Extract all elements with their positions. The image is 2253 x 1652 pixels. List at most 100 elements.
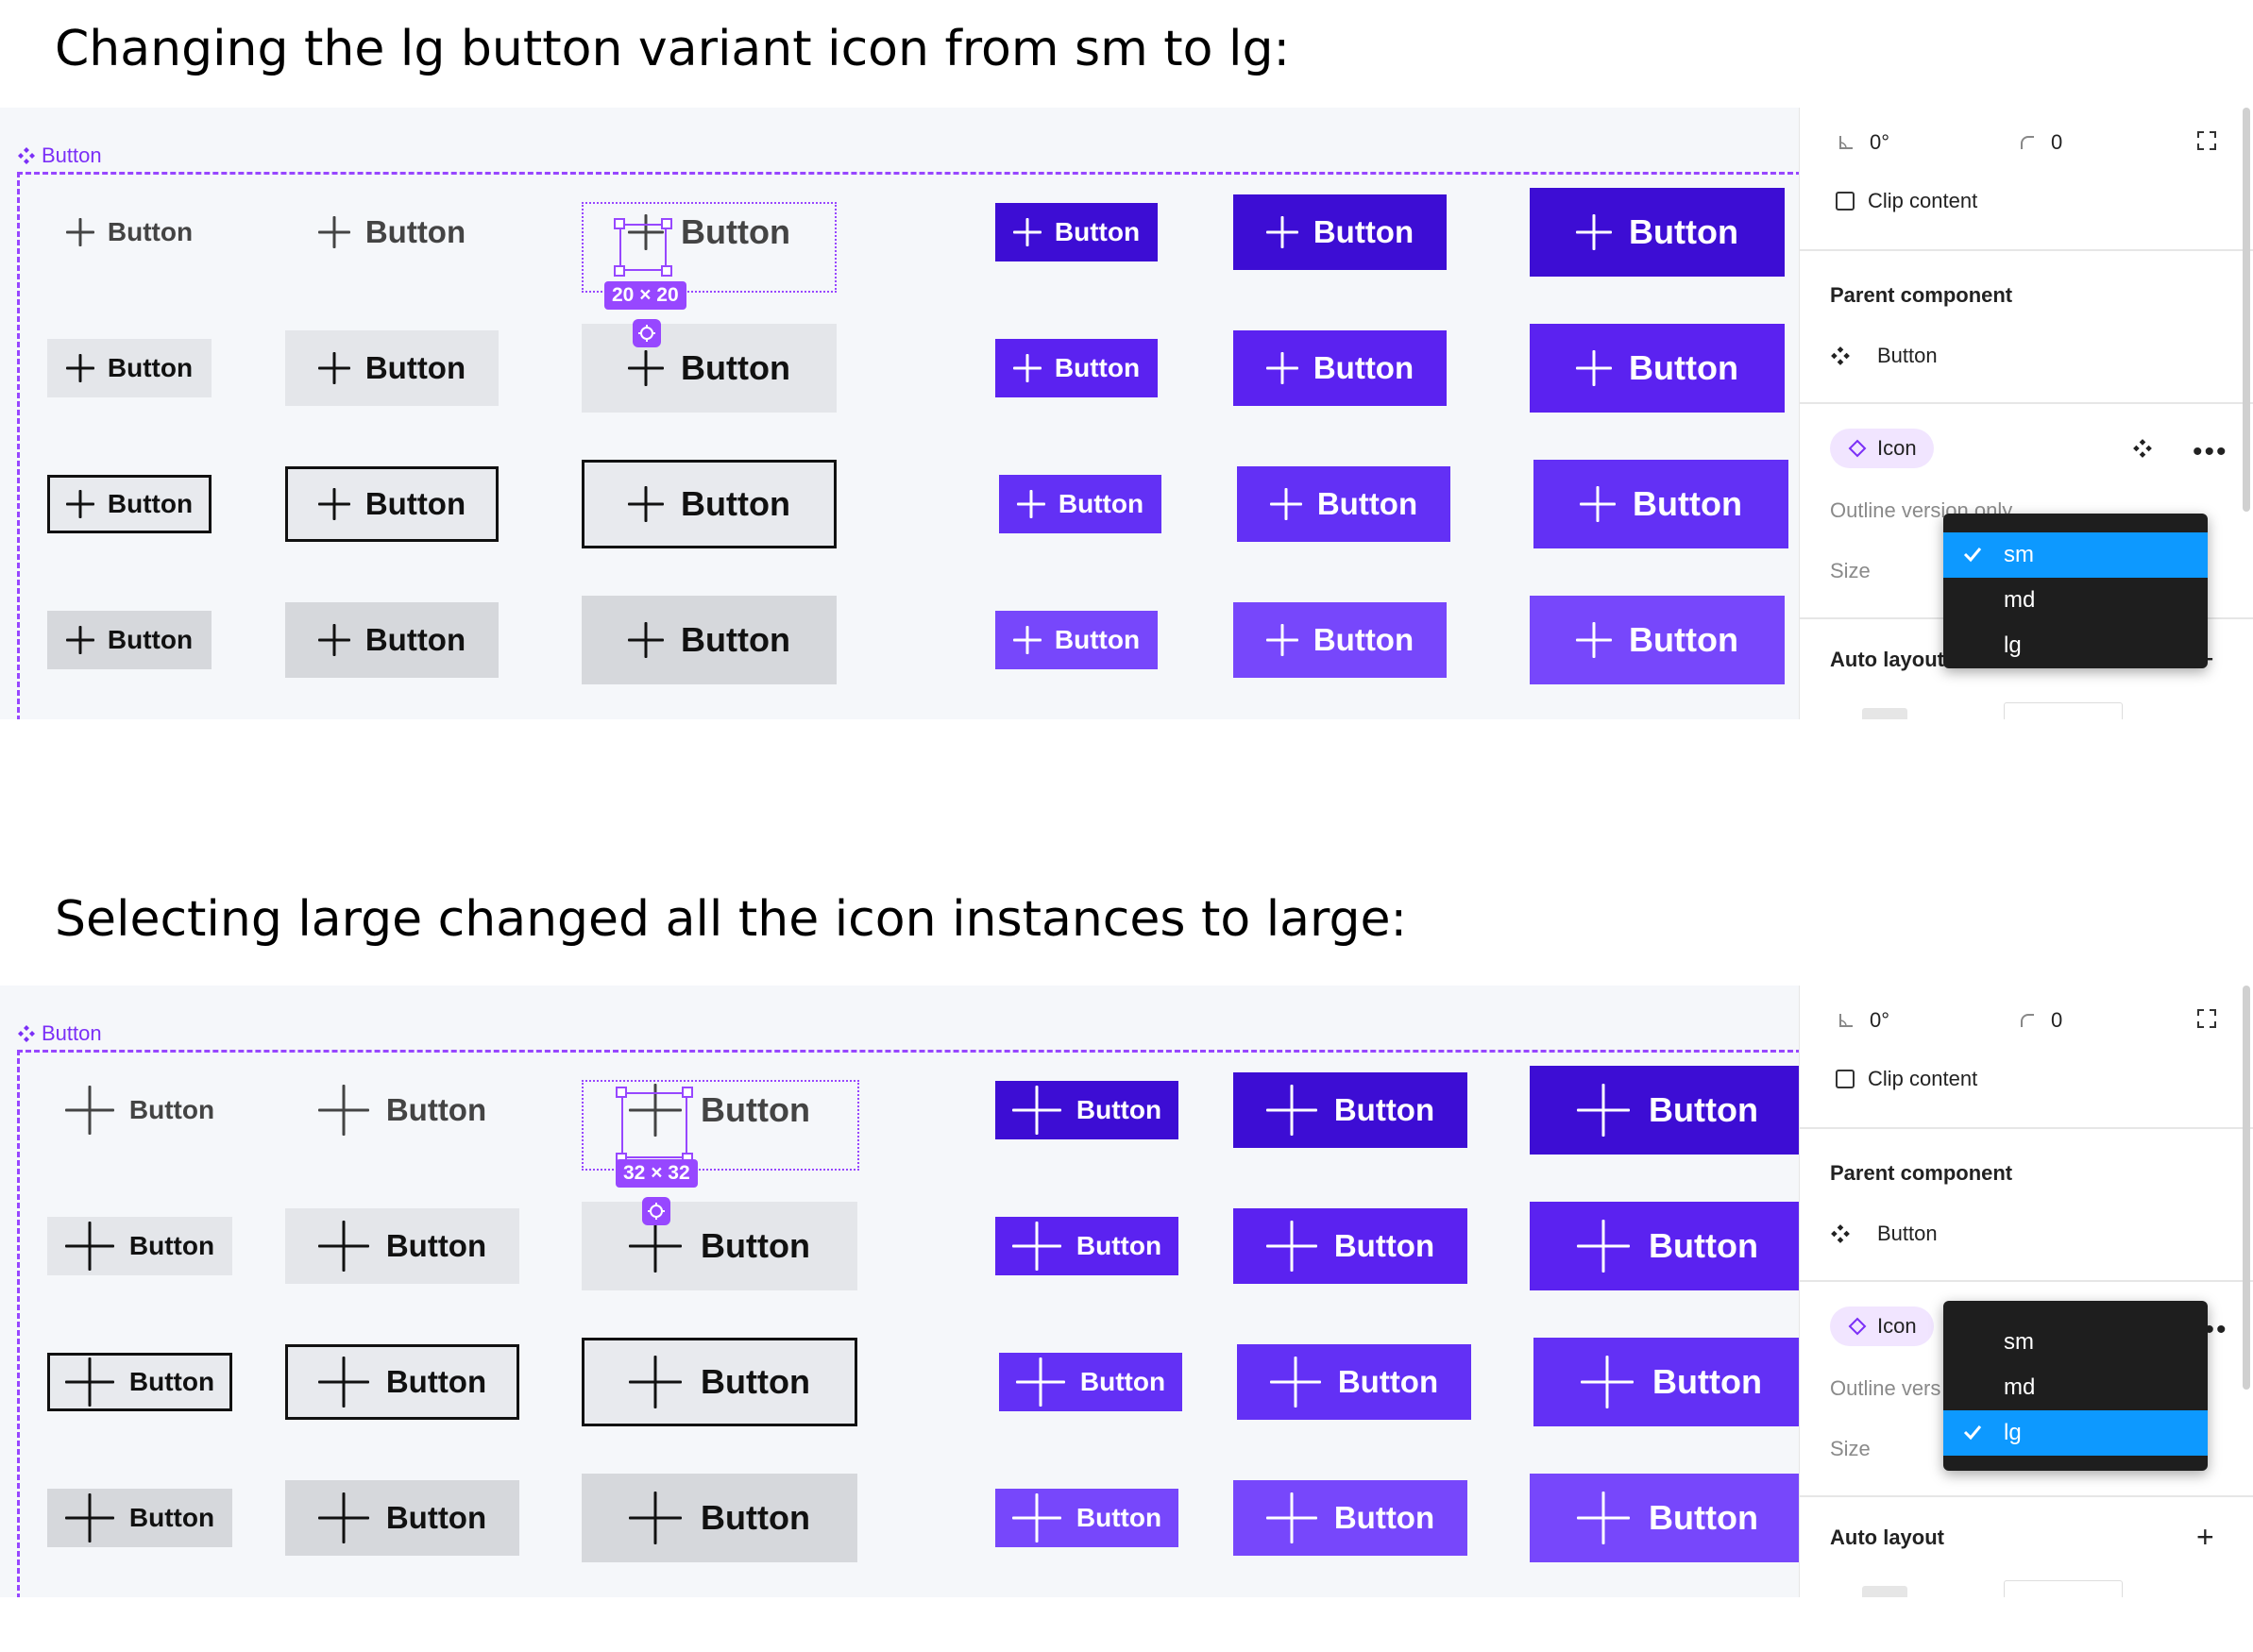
button-variant[interactable]: Button	[582, 188, 837, 277]
button-variant[interactable]: Button	[1533, 460, 1788, 548]
size-option-lg[interactable]: lg	[1943, 1410, 2208, 1456]
button-variant[interactable]: Button	[285, 1072, 519, 1148]
button-variant[interactable]: Button	[285, 330, 499, 406]
icon-instance-chip[interactable]: Icon	[1830, 429, 1934, 468]
button-variant[interactable]: Button	[995, 1081, 1178, 1139]
button-variant[interactable]: Button	[285, 194, 499, 270]
button-variant[interactable]: Button	[1533, 1338, 1799, 1426]
button-variant[interactable]: Button	[47, 611, 212, 669]
selected-component-outline[interactable]	[582, 1080, 859, 1171]
parent-component-link[interactable]: Button	[1830, 1222, 1938, 1246]
clip-content-checkbox[interactable]	[1836, 1070, 1855, 1088]
rotation-field[interactable]: 0°	[1836, 130, 1889, 155]
button-variant[interactable]: Button	[1233, 1208, 1467, 1284]
size-option-md[interactable]: md	[1943, 578, 2208, 623]
button-variant[interactable]: Button	[285, 466, 499, 542]
button-variant[interactable]: Button	[1233, 1480, 1467, 1556]
size-option-md[interactable]: md	[1943, 1365, 2208, 1410]
button-variant[interactable]: Button	[582, 460, 837, 548]
resize-handle[interactable]	[661, 218, 672, 229]
layout-swatch[interactable]	[1862, 708, 1907, 719]
layout-swatch[interactable]	[1862, 1586, 1907, 1597]
resize-handle[interactable]	[614, 265, 625, 277]
button-variant[interactable]: Button	[1233, 330, 1447, 406]
button-variant[interactable]: Button	[582, 1066, 857, 1155]
button-variant[interactable]: Button	[47, 339, 212, 397]
resize-handle[interactable]	[661, 265, 672, 277]
parent-component-link[interactable]: Button	[1830, 344, 1938, 368]
button-variant[interactable]: Button	[47, 1353, 232, 1411]
button-variant[interactable]: Button	[47, 475, 212, 533]
resize-handle[interactable]	[616, 1087, 627, 1098]
plus-icon	[1266, 1492, 1317, 1543]
alignment-grid[interactable]	[2004, 1580, 2123, 1597]
corner-radius-field[interactable]: 0	[2017, 130, 2062, 155]
button-variant[interactable]: Button	[999, 475, 1161, 533]
button-variant[interactable]: Button	[582, 1338, 857, 1426]
button-variant[interactable]: Button	[582, 324, 837, 413]
selected-icon-bounds[interactable]	[621, 1092, 687, 1158]
button-variant[interactable]: Button	[285, 602, 499, 678]
button-variant[interactable]: Button	[1237, 1344, 1471, 1420]
button-variant[interactable]: Button	[582, 1202, 857, 1290]
button-variant[interactable]: Button	[1530, 1066, 1799, 1155]
button-variant[interactable]: Button	[995, 1217, 1178, 1275]
size-option-sm[interactable]: sm	[1943, 1320, 2208, 1365]
panel-scrollbar[interactable]	[2243, 986, 2250, 1390]
instance-swap-target-icon[interactable]	[642, 1197, 670, 1225]
rotation-field[interactable]: 0°	[1836, 1008, 1889, 1033]
button-variant[interactable]: Button	[995, 611, 1158, 669]
more-options-icon[interactable]: •••	[2193, 436, 2228, 467]
button-variant[interactable]: Button	[47, 1489, 232, 1547]
button-variant[interactable]: Button	[1530, 1202, 1799, 1290]
button-variant[interactable]: Button	[999, 1353, 1182, 1411]
button-variant[interactable]: Button	[995, 203, 1158, 261]
button-variant[interactable]: Button	[47, 203, 212, 261]
size-option-sm[interactable]: sm	[1943, 532, 2208, 578]
button-label: Button	[385, 1364, 487, 1399]
button-variant[interactable]: Button	[1530, 1474, 1799, 1562]
independent-corners-button[interactable]	[2196, 130, 2217, 151]
button-variant[interactable]: Button	[995, 1489, 1178, 1547]
clip-content-checkbox[interactable]	[1836, 192, 1855, 211]
button-variant[interactable]: Button	[285, 1344, 519, 1420]
button-label: Button	[385, 1092, 487, 1127]
button-variant[interactable]: Button	[995, 339, 1158, 397]
button-variant[interactable]: Button	[47, 1081, 232, 1139]
instance-swap-target-icon[interactable]	[633, 319, 661, 347]
button-variant[interactable]: Button	[285, 1208, 519, 1284]
button-variant[interactable]: Button	[1530, 188, 1785, 277]
size-option-lg[interactable]: lg	[1943, 623, 2208, 668]
button-variant[interactable]: Button	[1233, 1072, 1467, 1148]
button-label: Button	[107, 217, 194, 246]
clip-content-toggle[interactable]: Clip content	[1836, 189, 1977, 213]
button-variant[interactable]: Button	[1237, 466, 1450, 542]
selected-component-outline[interactable]	[582, 202, 837, 293]
button-variant[interactable]: Button	[1233, 602, 1447, 678]
alignment-grid[interactable]	[2004, 702, 2123, 719]
frame-label[interactable]: Button	[17, 1021, 102, 1046]
button-variant[interactable]: Button	[582, 596, 837, 684]
outline-note-text: Outline vers	[1830, 1376, 1941, 1400]
button-variant[interactable]: Button	[1530, 596, 1785, 684]
corner-radius-field[interactable]: 0	[2017, 1008, 2062, 1033]
clip-content-toggle[interactable]: Clip content	[1836, 1067, 1977, 1091]
icon-instance-chip[interactable]: Icon	[1830, 1306, 1934, 1346]
resize-handle[interactable]	[682, 1087, 693, 1098]
independent-corners-button[interactable]	[2196, 1008, 2217, 1029]
button-variant[interactable]: Button	[1530, 324, 1785, 413]
button-variant[interactable]: Button	[47, 1217, 232, 1275]
resize-handle[interactable]	[614, 218, 625, 229]
button-variant[interactable]: Button	[582, 1474, 857, 1562]
frame-label[interactable]: Button	[17, 143, 102, 168]
add-auto-layout-icon[interactable]: +	[2196, 1520, 2214, 1554]
button-variant[interactable]: Button	[285, 1480, 519, 1556]
panel-scrollbar[interactable]	[2243, 108, 2250, 512]
go-to-main-component-button[interactable]	[2132, 438, 2153, 459]
button-variant[interactable]: Button	[1233, 194, 1447, 270]
selected-icon-bounds[interactable]	[619, 224, 667, 271]
